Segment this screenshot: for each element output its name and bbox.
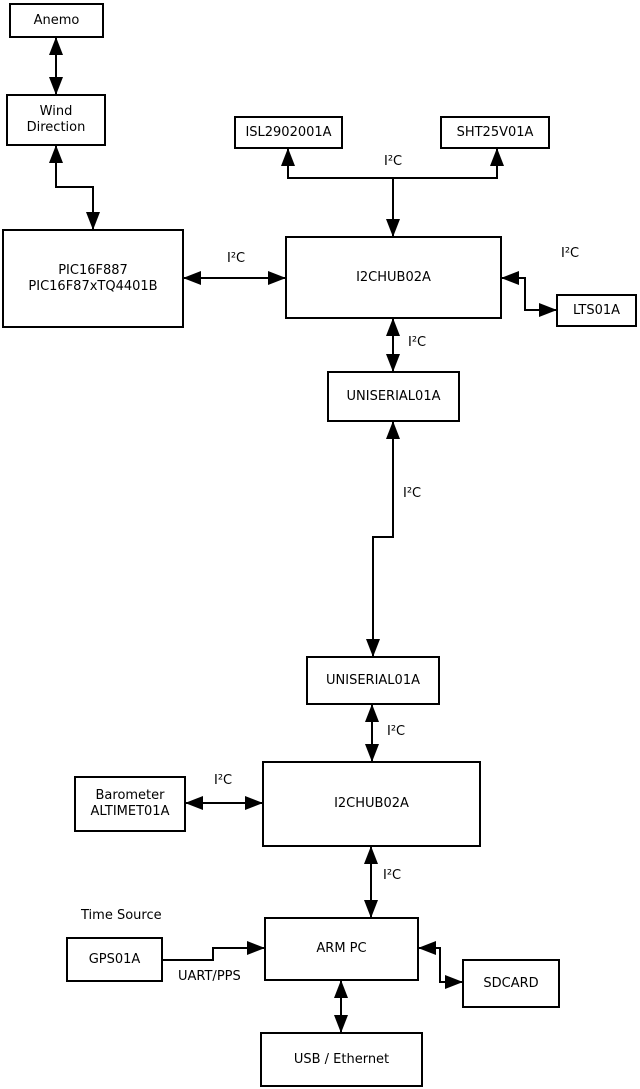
node-wind-direction-label-line1: Wind [39,104,73,119]
node-sht25v01a-label: SHT25V01A [456,124,534,140]
connector-arm-sdcard [418,941,463,989]
edge-label-i2c-baro-hub2: I²C [214,773,233,788]
connector-gps-arm-uart [163,941,265,961]
node-lts01a-label: LTS01A [572,302,621,318]
edge-label-i2c-uni2-hub2: I²C [387,724,406,739]
node-lts01a: LTS01A [556,294,637,327]
node-barometer-altimet01a: Barometer ALTIMET01A [74,776,186,832]
node-arm-pc-label: ARM PC [316,941,367,956]
node-arm-pc: ARM PC [264,917,419,981]
edge-label-i2c-hub1-lts: I²C [561,246,580,261]
edge-label-i2c-uni1-uni2: I²C [403,486,422,501]
node-barometer-label-line2: ALTIMET01A [90,804,170,819]
node-wind-direction-label-line2: Direction [26,120,86,135]
node-i2chub02a-upper-label: I2CHUB02A [356,269,431,285]
edge-label-i2c-hub2-arm: I²C [383,868,402,883]
node-isl2902001a: ISL2902001A [234,116,343,149]
node-sht25v01a: SHT25V01A [440,116,550,149]
node-sdcard: SDCARD [462,959,560,1008]
node-barometer-label-line1: Barometer [95,788,165,803]
node-i2chub02a-upper: I2CHUB02A [285,236,502,319]
node-sdcard-label: SDCARD [483,975,539,991]
node-isl2902001a-label: ISL2902001A [245,124,332,140]
node-usb-ethernet: USB / Ethernet [260,1032,423,1087]
node-gps01a-label: GPS01A [88,951,141,967]
label-time-source: Time Source [81,908,162,923]
node-wind-direction: Wind Direction [6,94,106,146]
node-usb-ethernet-label: USB / Ethernet [293,1051,390,1067]
connector-uni1-uni2-long [366,421,400,657]
connector-wind-pic [49,145,100,230]
node-uniserial01a-lower: UNISERIAL01A [306,656,440,705]
node-uniserial01a-lower-label: UNISERIAL01A [326,672,420,688]
node-anemo: Anemo [9,3,104,38]
node-pic-label-line2: PIC16F87xTQ4401B [28,278,158,294]
connector-hub1-lts [501,271,557,317]
edge-label-i2c-sensor-bus: I²C [384,154,403,169]
node-pic-microcontroller: PIC16F887 PIC16F87xTQ4401B [2,229,184,328]
node-pic-label-line1: PIC16F887 [58,262,128,278]
node-gps01a: GPS01A [66,937,163,982]
node-uniserial01a-upper-label: UNISERIAL01A [346,388,441,404]
node-i2chub02a-lower: I2CHUB02A [262,761,481,847]
node-i2chub02a-lower-label: I2CHUB02A [334,796,409,811]
node-uniserial01a-upper: UNISERIAL01A [327,371,460,422]
node-anemo-label: Anemo [33,12,80,28]
edge-label-i2c-pic-hub1: I²C [227,251,246,266]
edge-label-uart-pps: UART/PPS [178,969,241,984]
edge-label-i2c-hub1-uni1: I²C [408,335,427,350]
